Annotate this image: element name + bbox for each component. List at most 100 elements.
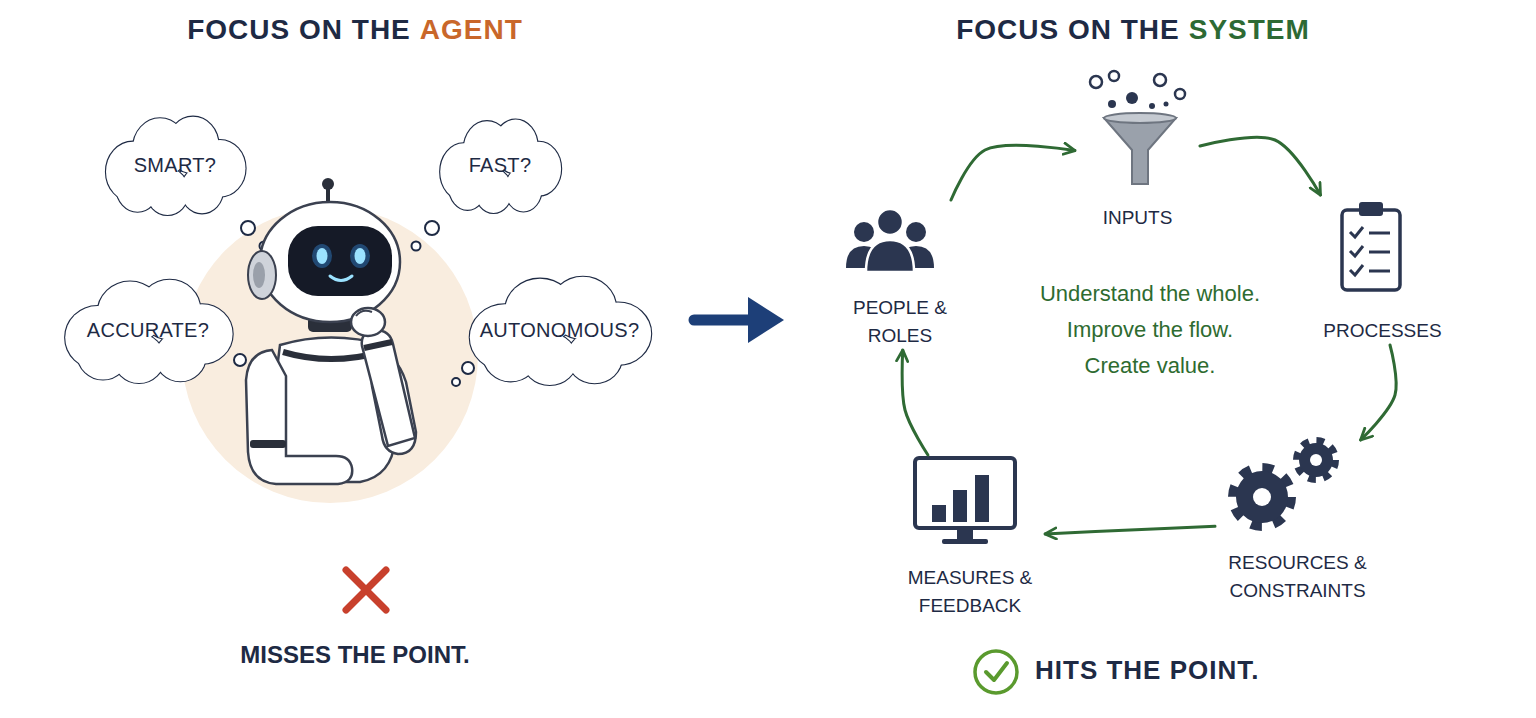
- gear-hole: [1310, 454, 1322, 466]
- funnel-rim: [1104, 113, 1176, 123]
- clipboard-icon: [1342, 202, 1400, 290]
- thought-cloud: SMART?: [100, 115, 250, 215]
- monitor-base: [942, 539, 988, 544]
- list-line: [1369, 232, 1390, 235]
- cycle-step: INPUTS: [1075, 70, 1200, 232]
- chart-bar: [953, 490, 967, 522]
- funnel-icon: [1090, 71, 1185, 184]
- robot-eye-glow: [350, 244, 370, 268]
- robot-head: [260, 202, 400, 322]
- cross-mark: [346, 570, 386, 610]
- robot-visor: [288, 226, 392, 296]
- thought-bubble: [452, 378, 460, 386]
- robot-forearm: [362, 330, 415, 446]
- step-label: INPUTS: [1075, 204, 1200, 232]
- funnel-shape: [1104, 118, 1176, 184]
- thought-bubble: [412, 242, 421, 251]
- check-item: [1350, 227, 1363, 237]
- thought-cloud: AUTONOMOUS?: [462, 275, 657, 385]
- robot-arm: [246, 350, 352, 484]
- thought-cloud: ACCURATE?: [58, 278, 238, 383]
- check-mark: [986, 663, 1007, 680]
- gear-body: [1299, 443, 1333, 477]
- thought-cloud: FAST?: [435, 118, 565, 213]
- transition-arrow: [694, 315, 756, 326]
- input-dot: [1090, 76, 1102, 88]
- person-head: [906, 222, 926, 242]
- gear-teeth: [1233, 468, 1291, 526]
- monitor-stand: [957, 528, 973, 540]
- input-dot: [1126, 92, 1138, 104]
- input-dot: [1149, 103, 1155, 109]
- step-label: PROCESSES: [1315, 317, 1450, 345]
- monitor-screen: [915, 458, 1015, 528]
- input-dot: [1164, 102, 1169, 107]
- thought-bubble: [462, 362, 474, 374]
- robot-ear: [248, 251, 276, 299]
- cross-mark: [346, 570, 386, 610]
- input-dot: [1175, 89, 1185, 99]
- center-note: Understand the whole. Improve the flow. …: [1035, 276, 1265, 384]
- robot-eye: [317, 248, 328, 264]
- gear-body: [1236, 471, 1288, 523]
- cycle-arrow: [951, 145, 1075, 200]
- gear-hole: [1253, 488, 1271, 506]
- backdrop-circle: [182, 207, 478, 503]
- list-line: [1369, 251, 1390, 254]
- check-item: [1350, 265, 1363, 275]
- title-row: FOCUS ON THEAGENT: [0, 14, 710, 46]
- robot-antenna: [322, 178, 334, 190]
- robot-finger: [356, 311, 372, 316]
- cycle-arrow: [902, 350, 928, 455]
- robot-smile: [330, 276, 352, 281]
- cloud-text: ACCURATE?: [87, 319, 209, 342]
- cycle-step: RESOURCES & CONSTRAINTS: [1215, 440, 1380, 605]
- check-circle: [975, 651, 1017, 693]
- cloud-text: FAST?: [469, 154, 532, 177]
- robot-eye: [355, 248, 366, 264]
- person-head: [877, 209, 903, 235]
- robot-illustration: [246, 178, 416, 484]
- robot-eye-glow: [312, 244, 332, 268]
- cycle-arrow: [1361, 345, 1397, 440]
- input-dot: [1109, 71, 1119, 81]
- input-dot: [1108, 100, 1116, 108]
- clipboard-board: [1342, 210, 1400, 290]
- step-label: PEOPLE & ROLES: [840, 294, 960, 350]
- cloud-text: AUTONOMOUS?: [480, 319, 640, 342]
- monitor-icon: [915, 458, 1015, 544]
- verdict-text: MISSES THE POINT.: [200, 641, 510, 669]
- title-highlight: SYSTEM: [1189, 14, 1310, 46]
- thought-bubble: [425, 221, 439, 235]
- robot-hand: [351, 308, 385, 336]
- panel-title: FOCUS ON THE: [956, 14, 1180, 46]
- gears-icon: [1233, 441, 1335, 526]
- person-head: [854, 222, 874, 242]
- input-dot: [1154, 74, 1166, 86]
- thought-bubble: [241, 221, 255, 235]
- title-highlight: AGENT: [420, 14, 523, 46]
- cycle-arrow: [1045, 526, 1215, 534]
- list-line: [1369, 270, 1390, 273]
- transition-arrow: [748, 297, 784, 343]
- robot-wrist: [364, 342, 392, 348]
- person-body: [866, 240, 914, 272]
- people-icon: [846, 209, 934, 272]
- chart-bar: [975, 475, 989, 522]
- robot-ear: [253, 262, 265, 288]
- verdict-text: HITS THE POINT.: [1035, 655, 1259, 686]
- thought-bubble: [234, 354, 246, 366]
- chart-bar: [932, 505, 946, 522]
- gear-teeth: [1297, 441, 1335, 479]
- step-label: RESOURCES & CONSTRAINTS: [1215, 549, 1380, 605]
- cycle-step: PROCESSES: [1315, 195, 1450, 345]
- robot-joint: [250, 440, 286, 448]
- clipboard-clip: [1359, 202, 1383, 216]
- check-item: [1350, 246, 1363, 256]
- cycle-arrow: [1200, 137, 1320, 195]
- step-label: MEASURES & FEEDBACK: [895, 564, 1045, 620]
